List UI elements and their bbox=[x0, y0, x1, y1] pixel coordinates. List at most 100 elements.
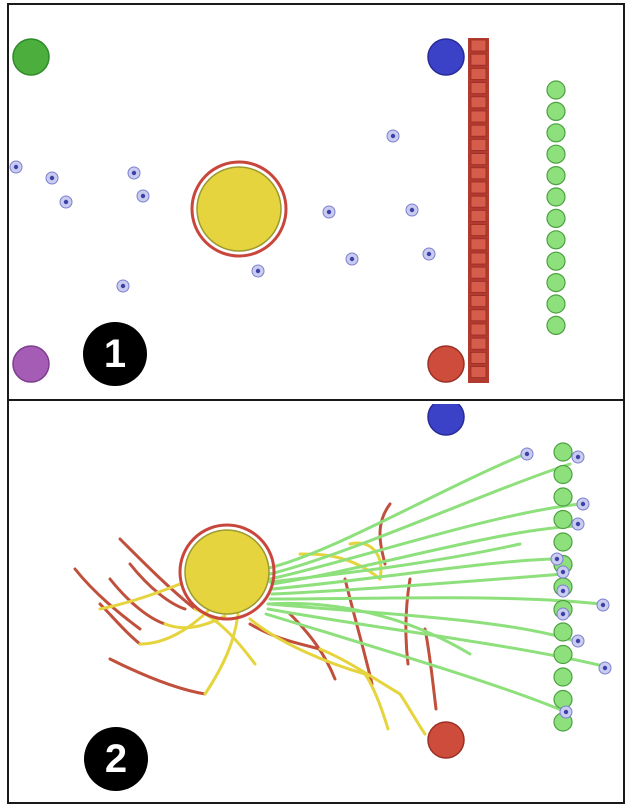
particle bbox=[116, 279, 130, 293]
sun-ball[interactable] bbox=[196, 166, 282, 252]
red-trail bbox=[128, 562, 187, 611]
red-trails bbox=[73, 502, 438, 711]
wall-brick bbox=[470, 366, 487, 379]
chain-bead bbox=[546, 166, 566, 186]
particle-core bbox=[563, 709, 569, 715]
chain-bead bbox=[553, 464, 573, 485]
green-trails bbox=[263, 452, 605, 714]
red-trail bbox=[288, 612, 337, 681]
green-trail bbox=[270, 557, 562, 591]
particle bbox=[422, 247, 436, 261]
yellow-trails bbox=[98, 541, 427, 736]
blue-ball[interactable] bbox=[427, 38, 465, 76]
particle bbox=[405, 203, 419, 217]
chain-bead bbox=[546, 80, 566, 100]
green-trail bbox=[268, 542, 522, 584]
wall-brick bbox=[470, 280, 487, 293]
wall-brick bbox=[470, 309, 487, 322]
particle bbox=[598, 661, 612, 675]
chain-bead bbox=[546, 230, 566, 250]
yellow-trail bbox=[363, 672, 390, 731]
particle-core bbox=[560, 569, 566, 575]
particle bbox=[556, 565, 570, 579]
green-ball[interactable] bbox=[12, 38, 50, 76]
chain-bead bbox=[546, 294, 566, 314]
particle-core bbox=[409, 207, 415, 213]
particle bbox=[127, 166, 141, 180]
green-trail bbox=[263, 452, 527, 571]
particle bbox=[571, 517, 585, 531]
panel-2-scene bbox=[73, 404, 612, 759]
particle-core bbox=[554, 556, 560, 562]
particle bbox=[136, 189, 150, 203]
sun-ring bbox=[178, 523, 276, 621]
particle bbox=[571, 634, 585, 648]
chain-bead bbox=[546, 273, 566, 293]
chain-bead bbox=[546, 144, 566, 164]
red-trail bbox=[118, 537, 197, 611]
blue-ball[interactable] bbox=[427, 404, 465, 436]
purple-ball[interactable] bbox=[12, 345, 50, 383]
wall-brick bbox=[470, 68, 487, 80]
red-trail bbox=[378, 502, 392, 566]
wall-brick bbox=[470, 124, 487, 137]
sun-ring bbox=[190, 160, 288, 258]
particle-core bbox=[602, 665, 608, 671]
particle-core bbox=[560, 588, 566, 594]
particle-core bbox=[63, 199, 69, 205]
particle-field bbox=[520, 447, 612, 719]
particle-core bbox=[13, 164, 19, 170]
chain-bead bbox=[546, 123, 566, 143]
wall-brick bbox=[470, 351, 487, 364]
green-bead-chain bbox=[546, 80, 566, 335]
red-trail bbox=[108, 577, 167, 626]
green-trail bbox=[266, 601, 472, 656]
particle bbox=[550, 552, 564, 566]
wall-brick bbox=[470, 82, 487, 94]
particle bbox=[9, 160, 23, 174]
chain-bead bbox=[553, 532, 573, 552]
wall-brick bbox=[470, 323, 487, 336]
particle-core bbox=[49, 175, 55, 181]
red-trail bbox=[423, 627, 438, 711]
green-trail bbox=[270, 572, 565, 596]
wall-brick bbox=[470, 266, 487, 279]
particle-core bbox=[575, 521, 581, 527]
red-ball[interactable] bbox=[427, 721, 465, 759]
green-trail bbox=[268, 602, 580, 644]
wall-brick bbox=[470, 238, 487, 251]
particle-core bbox=[326, 209, 332, 215]
chain-bead bbox=[553, 689, 573, 710]
wall-brick bbox=[470, 138, 487, 151]
red-trail bbox=[248, 622, 322, 651]
particle bbox=[322, 205, 336, 219]
green-trail bbox=[268, 596, 602, 606]
particle-core bbox=[575, 454, 581, 460]
panel-1-scene bbox=[9, 38, 566, 383]
wall-brick bbox=[470, 337, 487, 350]
red-trail bbox=[73, 567, 142, 631]
particle bbox=[596, 598, 610, 612]
yellow-trail bbox=[398, 692, 427, 736]
green-trail bbox=[268, 462, 572, 576]
wall-brick bbox=[470, 39, 487, 52]
sun-ball[interactable] bbox=[184, 529, 270, 615]
yellow-trail bbox=[98, 582, 182, 611]
red-ball[interactable] bbox=[427, 345, 465, 383]
particle-core bbox=[575, 638, 581, 644]
chain-bead bbox=[546, 251, 566, 271]
panel-number-badge: 2 bbox=[84, 727, 148, 791]
yellow-trail bbox=[348, 541, 383, 581]
particle bbox=[556, 607, 570, 621]
particle bbox=[571, 450, 585, 464]
particle bbox=[386, 129, 400, 143]
particle bbox=[251, 264, 265, 278]
particle-core bbox=[349, 256, 355, 262]
particle bbox=[520, 447, 534, 461]
particle-core bbox=[524, 451, 530, 457]
chain-bead bbox=[546, 101, 566, 122]
particle-core bbox=[120, 283, 126, 289]
green-trail bbox=[264, 612, 568, 714]
wall-brick bbox=[470, 224, 487, 237]
particle-core bbox=[255, 268, 261, 274]
